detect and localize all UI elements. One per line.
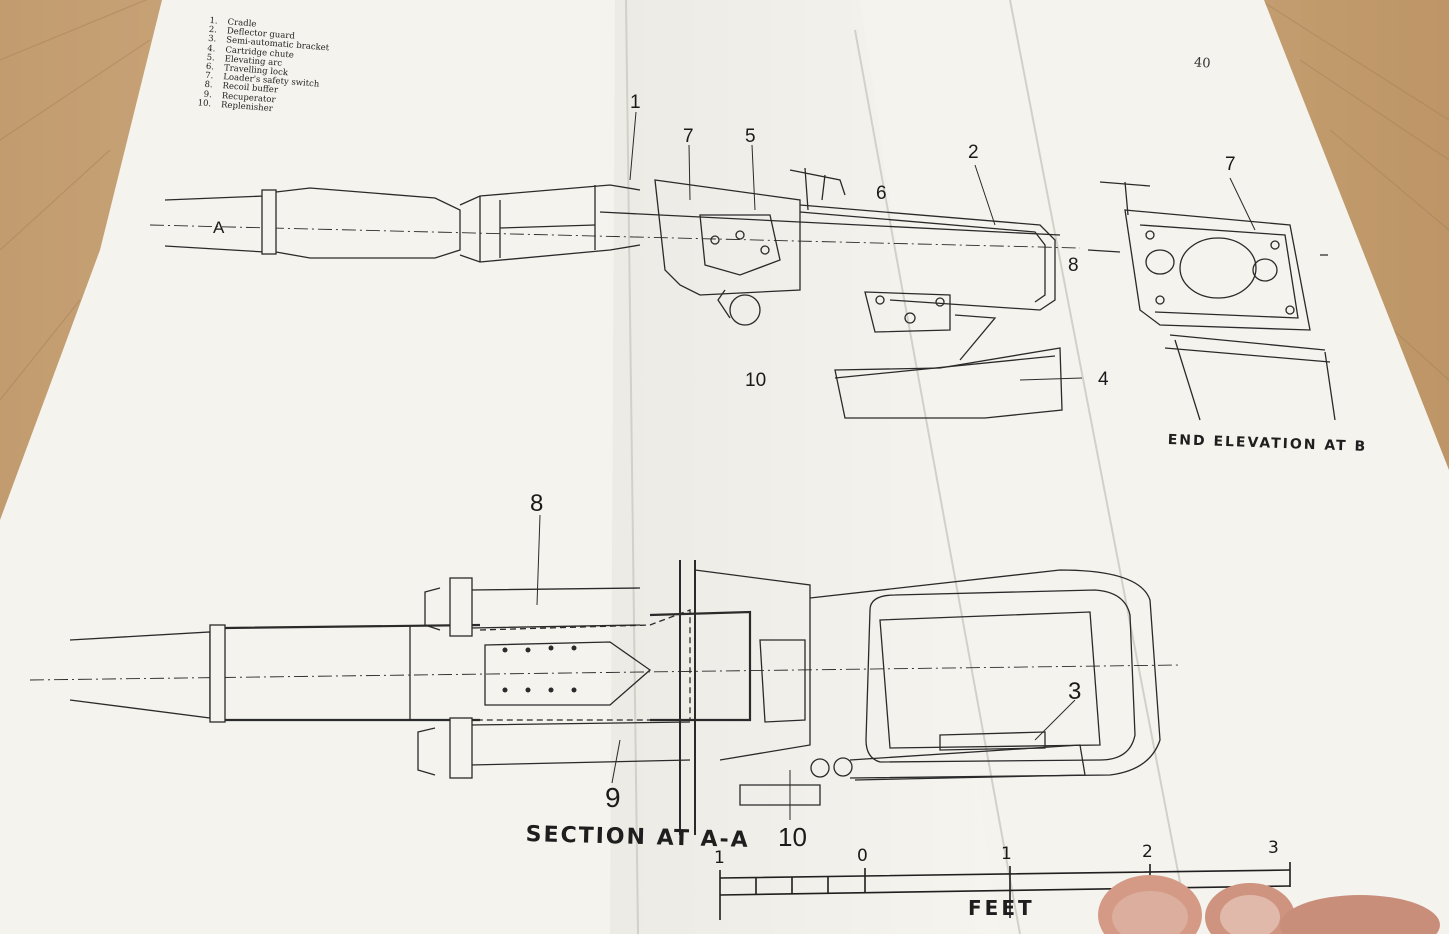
- section-marker-a: A: [213, 218, 225, 237]
- callout-8: 8: [1068, 255, 1079, 276]
- scale-unit-label: FEET: [968, 896, 1035, 920]
- end-elevation-view: [1087, 181, 1336, 421]
- end-callout-7: 7: [1225, 154, 1236, 175]
- scale-tick: 1: [714, 848, 725, 868]
- callout-9-section: 9: [605, 782, 621, 813]
- scale-tick: 3: [1268, 838, 1279, 858]
- callout-1: 1: [630, 92, 641, 113]
- scale-tick: 1: [1001, 844, 1012, 864]
- callout-3-section: 3: [1068, 678, 1082, 705]
- scale-tick: 0: [857, 846, 868, 866]
- page-number: 40: [1193, 55, 1212, 72]
- parts-legend: 1.Cradle 2.Deflector guard 3.Semi-automa…: [191, 16, 398, 123]
- section-view: [29, 560, 1181, 835]
- callout-10-section: 10: [778, 822, 807, 852]
- callout-4: 4: [1098, 369, 1109, 390]
- scale-bar: [719, 862, 1291, 920]
- callout-8-section: 8: [530, 490, 544, 517]
- callout-7: 7: [683, 126, 694, 147]
- plan-view: [149, 167, 1081, 419]
- callout-5: 5: [745, 126, 756, 147]
- scale-tick: 2: [1142, 842, 1153, 862]
- callout-6: 6: [876, 183, 887, 204]
- callout-2: 2: [968, 142, 979, 163]
- legend-num: 10.: [197, 98, 212, 110]
- hand-fingers: [1098, 875, 1440, 934]
- callout-10: 10: [745, 370, 767, 391]
